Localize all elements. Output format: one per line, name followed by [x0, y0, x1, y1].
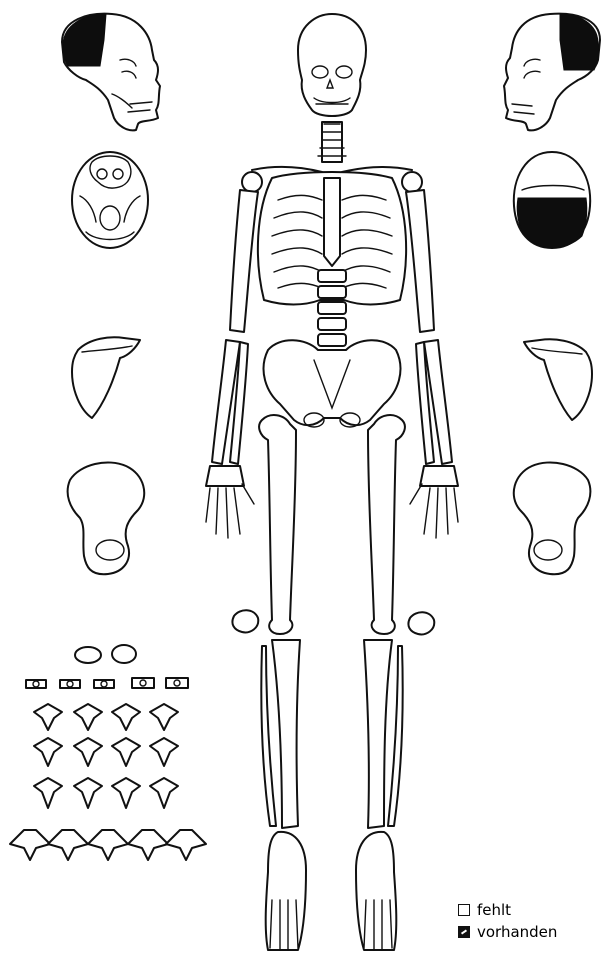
legend-swatch-present — [458, 926, 470, 938]
vertebrae-set — [10, 645, 206, 860]
patella-right — [232, 610, 258, 632]
skeleton-hand-right — [206, 466, 254, 538]
skull-lateral-left-view — [504, 14, 600, 131]
skeleton-foot-left — [356, 832, 396, 950]
legend-label-missing: fehlt — [477, 899, 511, 921]
scapula-right — [72, 337, 140, 418]
legend: fehlt vorhanden — [458, 899, 557, 943]
skeleton-pelvis — [264, 340, 401, 425]
skull-superior-present — [517, 198, 587, 248]
coxal-right — [68, 462, 145, 574]
coxal-left — [514, 462, 591, 574]
skull-superior-view — [514, 152, 590, 248]
patella-left — [408, 612, 434, 634]
legend-item-present: vorhanden — [458, 921, 557, 943]
full-skeleton-anterior — [206, 14, 458, 950]
skeleton-skull — [298, 14, 366, 116]
skeleton-femur-right — [259, 415, 296, 634]
skull-lateral-right-view — [62, 14, 160, 131]
skull-lateral-right-present — [63, 14, 106, 66]
scapula-left — [524, 339, 592, 420]
legend-item-missing: fehlt — [458, 899, 557, 921]
skeleton-femur-left — [368, 415, 405, 634]
legend-label-present: vorhanden — [477, 921, 557, 943]
skeleton-foot-right — [266, 832, 306, 950]
legend-swatch-missing — [458, 904, 470, 916]
skeleton-hand-left — [410, 466, 458, 538]
skull-basal-view — [72, 152, 148, 248]
